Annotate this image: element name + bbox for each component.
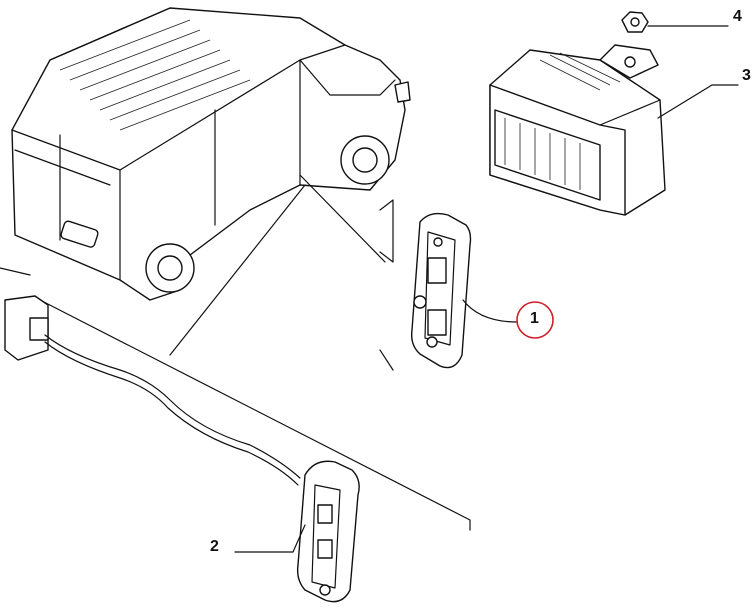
part-4-nut bbox=[621, 11, 649, 33]
callout-3[interactable]: 3 bbox=[742, 67, 751, 84]
part-3-control-unit bbox=[489, 44, 666, 216]
callout-2[interactable]: 2 bbox=[210, 538, 219, 555]
callout-1-highlight-circle bbox=[516, 301, 554, 339]
van-illustration bbox=[11, 7, 411, 301]
part-1-switch bbox=[410, 212, 472, 369]
part-2-switch-harness bbox=[4, 295, 360, 603]
callout-4[interactable]: 4 bbox=[733, 8, 742, 25]
callout-1[interactable]: 1 bbox=[530, 310, 539, 327]
